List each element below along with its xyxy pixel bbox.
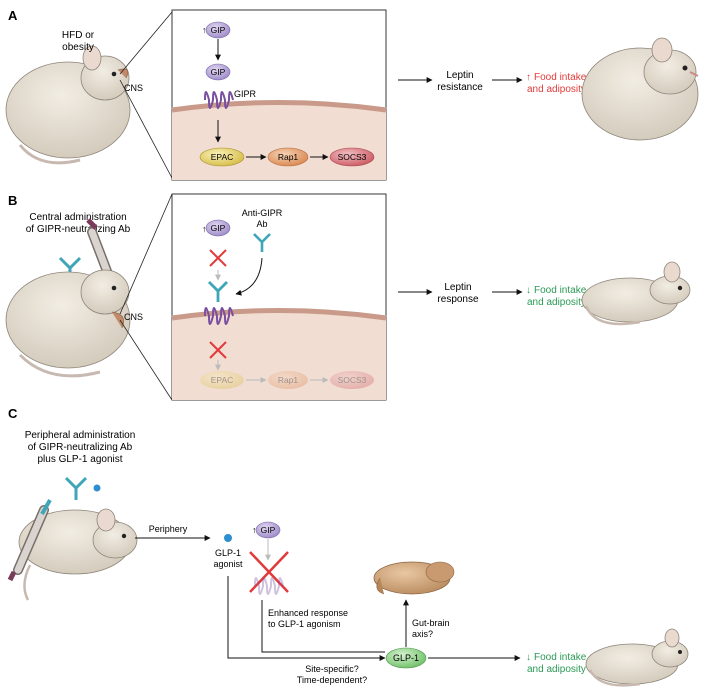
obese-mouse-a bbox=[5, 45, 131, 165]
panel-a-cns: CNS bbox=[124, 83, 143, 93]
panel-a-adiposity: and adiposity bbox=[527, 84, 586, 95]
svg-text:↑: ↑ bbox=[202, 224, 207, 234]
gip-label: GIP bbox=[261, 525, 276, 535]
svg-text:↑: ↑ bbox=[252, 525, 257, 535]
panel-label-a: A bbox=[8, 8, 18, 23]
antibody-icon bbox=[253, 233, 271, 252]
glp1-label: GLP-1 bbox=[393, 653, 419, 663]
panel-b-adiposity: and adiposity bbox=[527, 297, 586, 308]
antibody-bound-icon bbox=[208, 281, 228, 302]
rap1-label: Rap1 bbox=[278, 375, 299, 385]
lean-mouse-c-left bbox=[18, 508, 138, 601]
gipr-receptor-c bbox=[254, 577, 284, 595]
glp1-node: GLP-1 bbox=[385, 647, 427, 669]
block-x-icon bbox=[209, 249, 227, 267]
periphery-label: Periphery bbox=[149, 524, 188, 534]
panel-c-food-intake: Food intake bbox=[534, 652, 587, 663]
syringe-icon bbox=[7, 499, 52, 582]
increase-arrow-icon: ↑ bbox=[202, 25, 207, 35]
gip-node-c: ↑ GIP bbox=[252, 521, 281, 539]
panel-b-cns: CNS bbox=[124, 312, 143, 322]
decrease-arrow-icon: ↓ bbox=[526, 285, 531, 296]
panel-c-adiposity: and adiposity bbox=[527, 664, 586, 675]
socs3-node-a: SOCS3 bbox=[329, 147, 375, 167]
block-x-icon bbox=[249, 551, 289, 593]
lean-mouse-b bbox=[581, 261, 691, 326]
gip-node-a-bound: GIP bbox=[205, 63, 231, 81]
antibody-icon bbox=[64, 476, 88, 500]
gip-node-b: ↑ GIP bbox=[202, 219, 231, 237]
gip-node-a-top: ↑ GIP bbox=[202, 21, 231, 39]
panel-label-b: B bbox=[8, 193, 17, 208]
panel-label-c: C bbox=[8, 406, 18, 421]
obese-mouse-right-a bbox=[581, 37, 699, 141]
site-specific-label: Site-specific?Time-dependent? bbox=[297, 664, 367, 685]
epac-node-a: EPAC bbox=[199, 147, 245, 167]
gipr-label: GIPR bbox=[234, 89, 257, 99]
epac-node-b: EPAC bbox=[200, 371, 244, 389]
rap1-node-b: Rap1 bbox=[268, 371, 308, 389]
rap1-node-a: Rap1 bbox=[267, 147, 309, 167]
block-x-icon bbox=[209, 341, 227, 359]
brain-icon bbox=[373, 561, 455, 595]
epac-label: EPAC bbox=[211, 152, 234, 162]
zoom-line bbox=[119, 79, 173, 179]
gip-label: GIP bbox=[211, 67, 226, 77]
glp1-agonist-dot-icon bbox=[224, 534, 232, 542]
increase-arrow-icon: ↑ bbox=[526, 72, 531, 83]
glp1-agonist-dot-icon bbox=[93, 484, 101, 492]
epac-label: EPAC bbox=[211, 375, 234, 385]
socs3-label: SOCS3 bbox=[338, 152, 367, 162]
socs3-label: SOCS3 bbox=[338, 375, 367, 385]
rap1-label: Rap1 bbox=[278, 152, 299, 162]
socs3-node-b: SOCS3 bbox=[330, 371, 374, 389]
gip-label: GIP bbox=[211, 25, 226, 35]
obese-mouse-b bbox=[5, 269, 131, 378]
zoom-line bbox=[119, 11, 173, 75]
decrease-arrow-icon: ↓ bbox=[526, 652, 531, 663]
lean-mouse-c-right bbox=[585, 628, 689, 687]
gip-label: GIP bbox=[211, 223, 226, 233]
panel-b-food-intake: Food intake bbox=[534, 285, 587, 296]
panel-a-food-intake: Food intake bbox=[534, 72, 587, 83]
